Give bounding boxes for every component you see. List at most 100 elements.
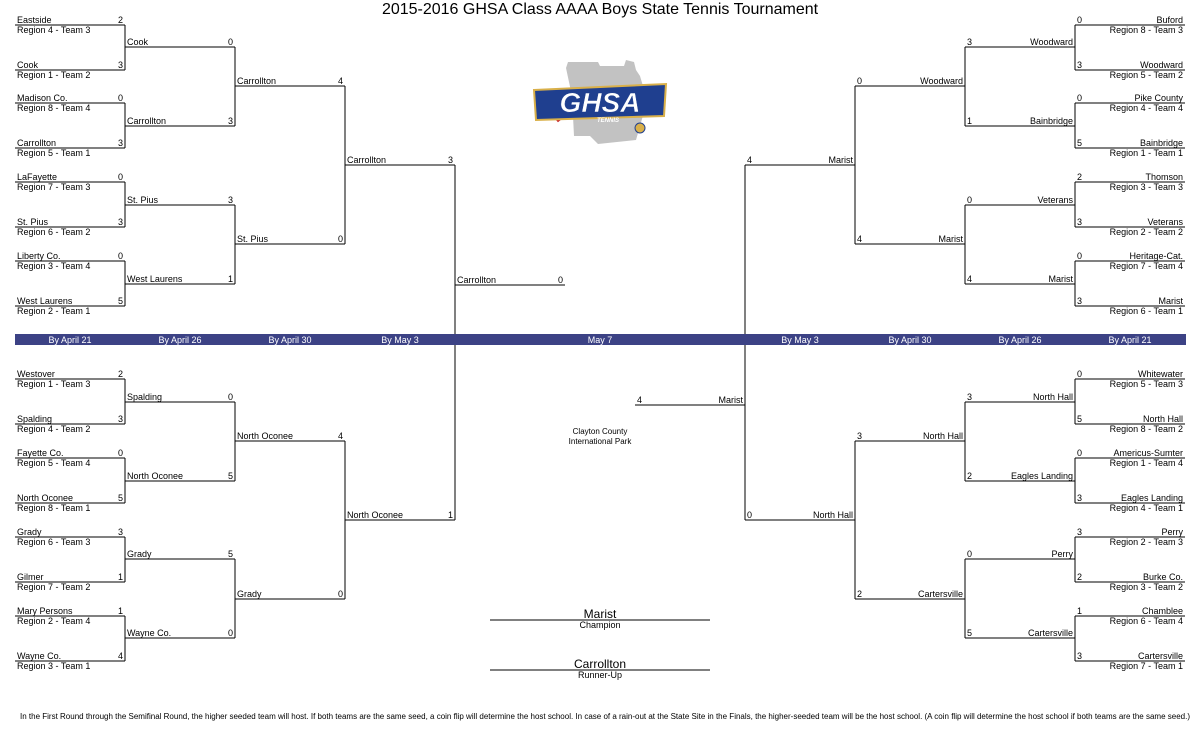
- team-name: Wayne Co.: [17, 651, 61, 661]
- team-seed: Region 8 - Team 2: [1110, 424, 1183, 434]
- team-seed: Region 1 - Team 2: [17, 70, 90, 80]
- team-score: 0: [1077, 251, 1082, 261]
- team-name: Chamblee: [1142, 606, 1183, 616]
- team-score: 2: [857, 589, 862, 599]
- team-name: Marist: [1049, 274, 1074, 284]
- footnote: In the First Round through the Semifinal…: [20, 712, 1190, 721]
- team-seed: Region 7 - Team 1: [1110, 661, 1183, 671]
- team-score: 0: [1077, 369, 1082, 379]
- team-name: West Laurens: [17, 296, 73, 306]
- team-score: 2: [1077, 172, 1082, 182]
- team-name: Wayne Co.: [127, 628, 171, 638]
- rounds-bar: [15, 334, 1186, 345]
- team-score: 1: [448, 510, 453, 520]
- team-seed: Region 2 - Team 3: [1110, 537, 1183, 547]
- team-name: Cartersville: [918, 589, 963, 599]
- team-name: North Oconee: [347, 510, 403, 520]
- team-score: 3: [1077, 493, 1082, 503]
- team-score: 3: [228, 116, 233, 126]
- team-name: Cook: [127, 37, 149, 47]
- team-score: 2: [118, 369, 123, 379]
- team-seed: Region 3 - Team 1: [17, 661, 90, 671]
- team-seed: Region 5 - Team 3: [1110, 379, 1183, 389]
- team-seed: Region 6 - Team 3: [17, 537, 90, 547]
- logo-subtext: TENNIS: [597, 118, 619, 124]
- team-score: 1: [228, 274, 233, 284]
- team-score: 3: [118, 60, 123, 70]
- page-title: 2015-2016 GHSA Class AAAA Boys State Ten…: [381, 1, 819, 18]
- team-seed: Region 3 - Team 4: [17, 261, 90, 271]
- team-name: Woodward: [1140, 60, 1183, 70]
- team-score: 3: [118, 138, 123, 148]
- ghsa-tennis-logo-icon: GHSA TENNIS: [532, 60, 668, 144]
- team-seed: Region 1 - Team 3: [17, 379, 90, 389]
- team-name: Mary Persons: [17, 606, 73, 616]
- team-score: 0: [1077, 93, 1082, 103]
- venue-line: Clayton County: [573, 427, 628, 436]
- team-seed: Region 6 - Team 4: [1110, 616, 1183, 626]
- round-date-label: By May 3: [781, 335, 819, 345]
- team-seed: Region 3 - Team 3: [1110, 182, 1183, 192]
- team-score: 0: [967, 549, 972, 559]
- team-score: 3: [967, 37, 972, 47]
- team-seed: Region 1 - Team 1: [1110, 148, 1183, 158]
- team-score: 5: [1077, 138, 1082, 148]
- team-score: 5: [118, 296, 123, 306]
- champion-name: Marist: [584, 607, 617, 621]
- team-score: 3: [118, 527, 123, 537]
- team-score: 1: [1077, 606, 1082, 616]
- team-seed: Region 2 - Team 4: [17, 616, 90, 626]
- team-name: North Hall: [813, 510, 853, 520]
- team-score: 4: [857, 234, 862, 244]
- team-name: Bainbridge: [1030, 116, 1073, 126]
- team-score: 5: [228, 471, 233, 481]
- team-name: Grady: [127, 549, 152, 559]
- team-name: Carrollton: [127, 116, 166, 126]
- team-score: 5: [967, 628, 972, 638]
- team-name: Carrollton: [17, 138, 56, 148]
- team-name: Liberty Co.: [17, 251, 61, 261]
- team-name: Buford: [1156, 15, 1183, 25]
- team-name: Cook: [17, 60, 39, 70]
- team-name: North Hall: [1033, 392, 1073, 402]
- team-score: 0: [857, 76, 862, 86]
- team-score: 0: [338, 589, 343, 599]
- team-name: Perry: [1161, 527, 1183, 537]
- round-date-label: By April 30: [268, 335, 311, 345]
- team-seed: Region 2 - Team 2: [1110, 227, 1183, 237]
- team-score: 0: [338, 234, 343, 244]
- team-seed: Region 5 - Team 2: [1110, 70, 1183, 80]
- team-name: Marist: [939, 234, 964, 244]
- team-name: LaFayette: [17, 172, 57, 182]
- team-score: 0: [118, 448, 123, 458]
- team-score: 5: [1077, 414, 1082, 424]
- team-score: 0: [118, 251, 123, 261]
- team-seed: Region 6 - Team 2: [17, 227, 90, 237]
- team-name: Gilmer: [17, 572, 44, 582]
- team-name: Madison Co.: [17, 93, 68, 103]
- team-name: North Oconee: [127, 471, 183, 481]
- team-seed: Region 6 - Team 1: [1110, 306, 1183, 316]
- round-date-label: May 7: [588, 335, 613, 345]
- team-name: Woodward: [920, 76, 963, 86]
- team-name: Cartersville: [1138, 651, 1183, 661]
- team-score: 3: [1077, 60, 1082, 70]
- team-score: 3: [1077, 217, 1082, 227]
- team-name: Whitewater: [1138, 369, 1183, 379]
- team-score: 4: [747, 155, 752, 165]
- team-name: Spalding: [17, 414, 52, 424]
- team-name: Marist: [829, 155, 854, 165]
- team-score: 3: [1077, 527, 1082, 537]
- team-name: Carrollton: [237, 76, 276, 86]
- team-seed: Region 8 - Team 4: [17, 103, 90, 113]
- team-score: 4: [118, 651, 123, 661]
- team-name: Grady: [17, 527, 42, 537]
- round-date-label: By April 26: [158, 335, 201, 345]
- team-name: Thomson: [1145, 172, 1183, 182]
- team-score: 2: [1077, 572, 1082, 582]
- team-name: Carrollton: [347, 155, 386, 165]
- team-name: Eagles Landing: [1121, 493, 1183, 503]
- team-seed: Region 5 - Team 4: [17, 458, 90, 468]
- team-score: 3: [118, 414, 123, 424]
